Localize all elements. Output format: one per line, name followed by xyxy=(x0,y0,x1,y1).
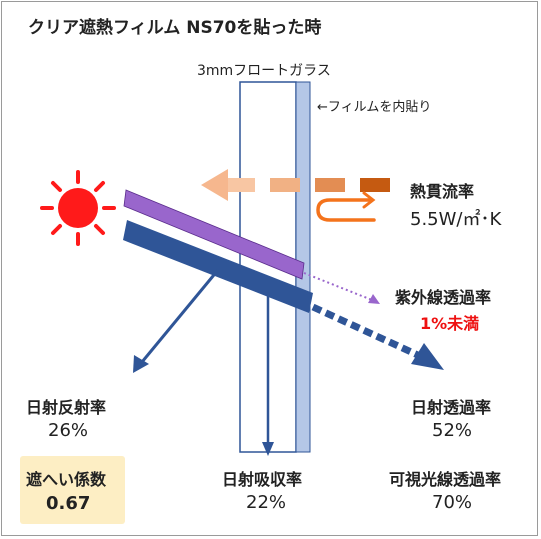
solar-transmitted-arrow xyxy=(311,303,444,370)
solar-beam xyxy=(123,220,313,313)
uv-transmittance-label: 紫外線透過率 xyxy=(395,288,492,307)
solar-transmittance-value: 52% xyxy=(432,420,473,441)
heat-transfer-value: 5.5W/㎡･K xyxy=(410,209,502,230)
shading-coefficient-box xyxy=(20,456,125,524)
shading-coefficient-label: 遮へい係数 xyxy=(26,470,107,489)
heat-flow-arrow xyxy=(201,169,390,201)
glass-label: 3mmフロートガラス xyxy=(197,63,331,79)
uv-transmittance-value: 1%未満 xyxy=(420,314,480,333)
solar-reflectance-value: 26% xyxy=(48,420,89,441)
page-title: クリア遮熱フィルム NS70を貼った時 xyxy=(28,18,322,38)
uv-arrowhead xyxy=(368,294,380,304)
solar-transmittance-label: 日射透過率 xyxy=(411,398,492,417)
solar-reflected-arrow xyxy=(133,269,220,373)
solar-absorptance-label: 日射吸収率 xyxy=(222,470,303,489)
shading-coefficient-value: 0.67 xyxy=(46,493,91,514)
uv-transmitted-dotted xyxy=(303,272,373,301)
solar-absorbed-arrow xyxy=(262,294,274,456)
solar-absorptance-value: 22% xyxy=(246,492,287,513)
film-label: ←フィルムを内貼り xyxy=(317,100,432,115)
visible-transmittance-value: 70% xyxy=(432,492,473,513)
heat-loop-icon xyxy=(316,191,376,222)
visible-transmittance-label: 可視光線透過率 xyxy=(389,470,502,489)
solar-reflectance-label: 日射反射率 xyxy=(26,398,107,417)
heat-transfer-label: 熱貫流率 xyxy=(410,182,475,201)
uv-beam xyxy=(123,189,305,280)
sun-icon xyxy=(40,170,116,246)
